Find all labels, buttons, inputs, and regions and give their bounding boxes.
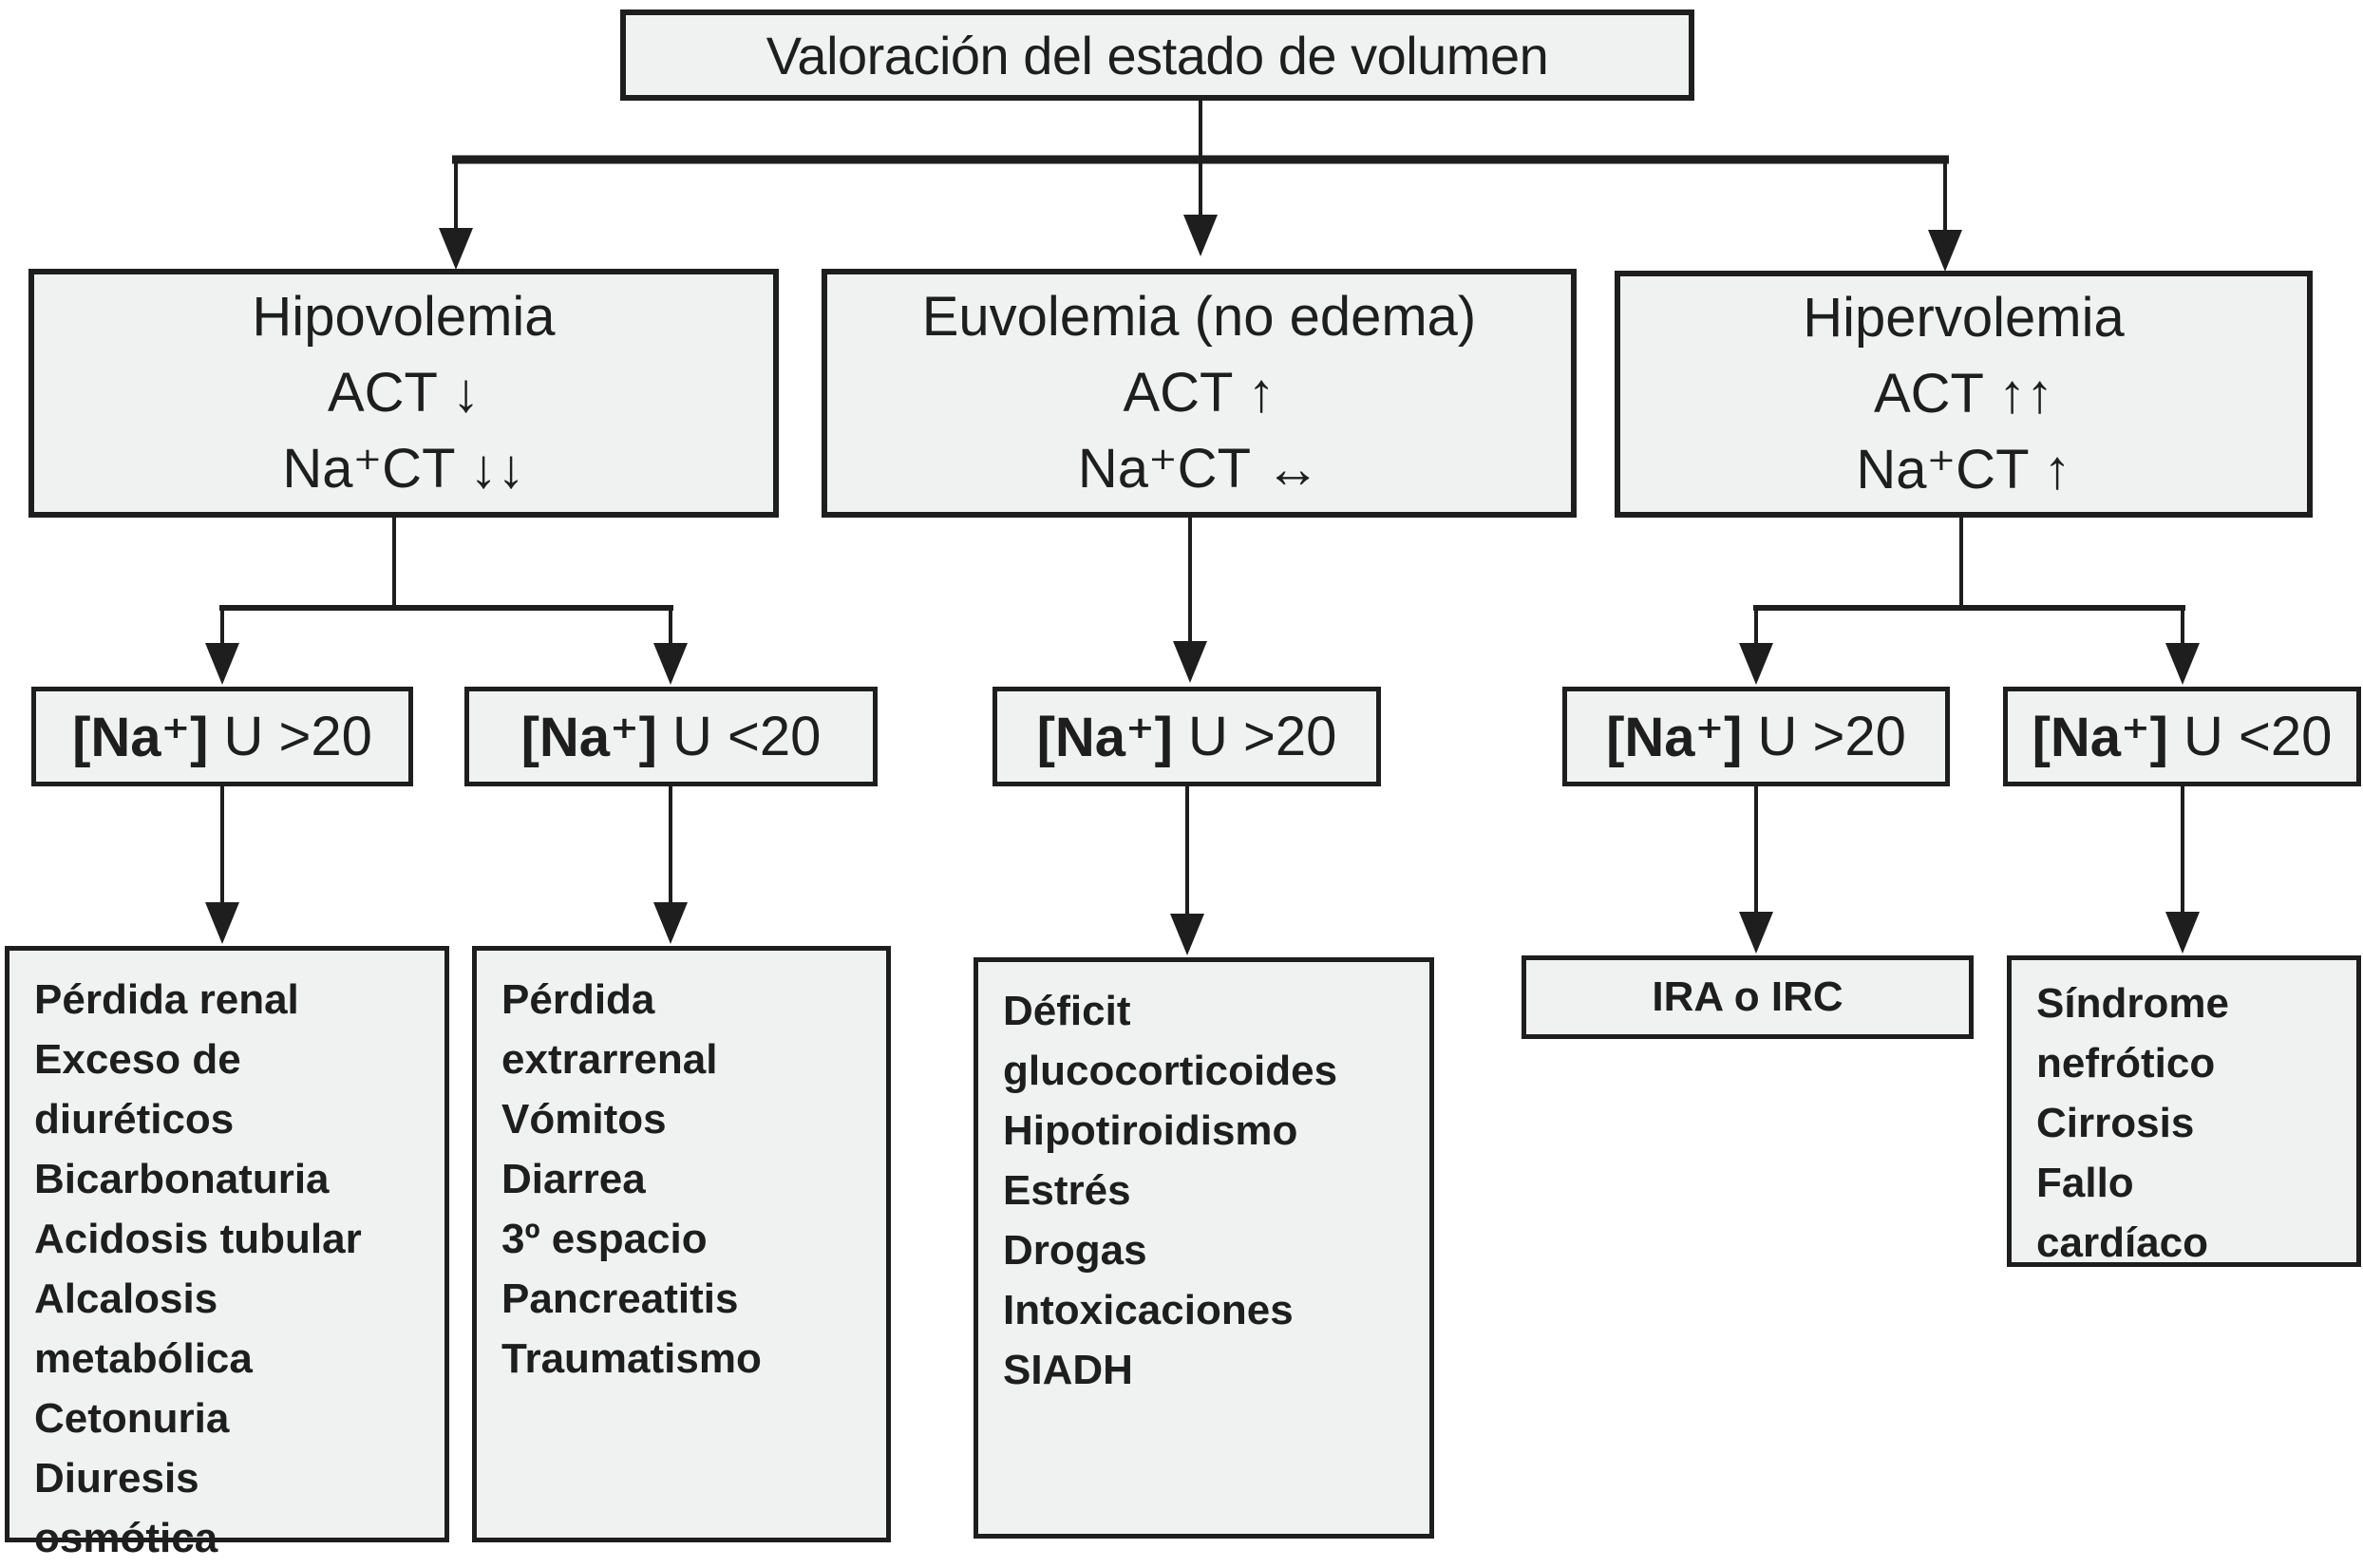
- renal-line: Diuresis: [34, 1455, 199, 1502]
- na-hipo-lt20-box: [Na⁺] U <20: [464, 687, 878, 786]
- arrowhead-euvolemia-causes: [1170, 914, 1204, 955]
- euvolemia-cause-line: SIADH: [1003, 1347, 1133, 1393]
- na-eu-gt20-cond: U >20: [1188, 706, 1337, 767]
- na-hipo-gt20-box: [Na⁺] U >20: [31, 687, 413, 786]
- arrowhead-ira: [1739, 912, 1773, 954]
- hipervolemia-nact: Na⁺CT ↑: [1856, 439, 2071, 501]
- renal-loss-box: Pérdida renal Exceso de diuréticos Bicar…: [5, 946, 449, 1561]
- sindrome-line: Síndrome: [2036, 980, 2229, 1027]
- renal-line: osmótica: [34, 1515, 218, 1561]
- extrarenal-line: 3º espacio: [501, 1216, 708, 1262]
- euvolemia-nact: Na⁺CT ↔: [1077, 438, 1321, 500]
- arrowhead-hipervolemia: [1928, 230, 1962, 272]
- euvolemia-cause-line: Hipotiroidismo: [1003, 1107, 1298, 1154]
- renal-line: Pérdida renal: [34, 976, 299, 1023]
- arrowhead-na-hyper-lt20: [2165, 643, 2200, 685]
- title-box: Valoración del estado de volumen: [620, 9, 1694, 101]
- hipervolemia-name: Hipervolemia: [1803, 287, 2125, 349]
- renal-line: Bicarbonaturia: [34, 1156, 330, 1202]
- na-hyper-gt20-cond: U >20: [1757, 706, 1906, 767]
- title-text: Valoración del estado de volumen: [766, 25, 1549, 85]
- euvolemia-cause-line: glucocorticoides: [1003, 1048, 1338, 1094]
- arrowhead-extrarrenal: [653, 902, 688, 944]
- arrowhead-na-hyper-gt20: [1739, 643, 1773, 685]
- hipovolemia-act: ACT ↓: [327, 362, 481, 424]
- euvolemia-cause-line: Déficit: [1003, 988, 1131, 1034]
- extrarenal-line: Diarrea: [501, 1156, 646, 1202]
- na-hipo-lt20-cond: U <20: [672, 706, 822, 767]
- euvolemia-cause-line: Intoxicaciones: [1003, 1287, 1294, 1333]
- renal-line: diuréticos: [34, 1096, 235, 1143]
- na-hyper-lt20-cond: U <20: [2183, 706, 2333, 767]
- sindrome-line: cardíaco: [2036, 1219, 2208, 1266]
- extrarenal-loss-box: Pérdida extrarrenal Vómitos Diarrea 3º e…: [472, 946, 891, 1542]
- hipovolemia-nact: Na⁺CT ↓↓: [282, 438, 525, 500]
- renal-line: Cetonuria: [34, 1395, 230, 1442]
- extrarenal-line: Traumatismo: [501, 1335, 762, 1382]
- sindrome-line: Fallo: [2036, 1160, 2134, 1206]
- arrowhead-renal: [205, 902, 239, 944]
- na-hipo-lt20-ion: [Na⁺]: [520, 706, 657, 768]
- sindrome-line: Cirrosis: [2036, 1100, 2195, 1146]
- sindrome-line: nefrótico: [2036, 1040, 2216, 1086]
- euvolemia-act: ACT ↑: [1123, 362, 1276, 424]
- euvolemia-causes-box: Déficit glucocorticoides Hipotiroidismo …: [974, 957, 1434, 1539]
- hipervolemia-act: ACT ↑↑: [1873, 363, 2054, 425]
- hipervolemia-box: Hipervolemia ACT ↑↑ Na⁺CT ↑: [1615, 271, 2313, 518]
- na-hyper-lt20-box: [Na⁺] U <20: [2003, 687, 2361, 786]
- sindrome-box: Síndrome nefrótico Cirrosis Fallo cardía…: [2007, 955, 2361, 1267]
- ira-irc-text: IRA o IRC: [1652, 973, 1843, 1020]
- na-eu-gt20-ion: [Na⁺]: [1036, 706, 1173, 768]
- arrowhead-na-hipo-lt20: [653, 643, 688, 685]
- euvolemia-box: Euvolemia (no edema) ACT ↑ Na⁺CT ↔: [822, 269, 1577, 518]
- euvolemia-cause-line: Drogas: [1003, 1227, 1147, 1274]
- hipovolemia-box: Hipovolemia ACT ↓ Na⁺CT ↓↓: [28, 269, 779, 518]
- euvolemia-cause-line: Estrés: [1003, 1167, 1131, 1214]
- na-hipo-gt20-cond: U >20: [223, 706, 372, 767]
- hipovolemia-name: Hipovolemia: [252, 286, 556, 348]
- arrowhead-na-hipo-gt20: [205, 643, 239, 685]
- renal-line: Exceso de: [34, 1036, 241, 1083]
- renal-line: Alcalosis: [34, 1275, 218, 1322]
- euvolemia-name: Euvolemia (no edema): [921, 286, 1477, 348]
- extrarenal-line: extrarrenal: [501, 1036, 718, 1083]
- na-hyper-lt20-ion: [Na⁺]: [2032, 706, 2168, 768]
- extrarenal-line: Pancreatitis: [501, 1275, 739, 1322]
- extrarenal-line: Pérdida: [501, 976, 655, 1023]
- ira-irc-box: IRA o IRC: [1522, 955, 1974, 1039]
- arrowhead-na-eu-gt20: [1173, 641, 1207, 683]
- na-hipo-gt20-ion: [Na⁺]: [72, 706, 209, 768]
- na-hyper-gt20-ion: [Na⁺]: [1606, 706, 1743, 768]
- renal-line: Acidosis tubular: [34, 1216, 362, 1262]
- arrowhead-euvolemia: [1183, 215, 1218, 256]
- arrowhead-sindrome: [2165, 912, 2200, 954]
- extrarenal-line: Vómitos: [501, 1096, 667, 1143]
- arrowhead-hipovolemia: [439, 228, 473, 270]
- na-eu-gt20-box: [Na⁺] U >20: [992, 687, 1381, 786]
- na-hyper-gt20-box: [Na⁺] U >20: [1562, 687, 1950, 786]
- renal-line: metabólica: [34, 1335, 253, 1382]
